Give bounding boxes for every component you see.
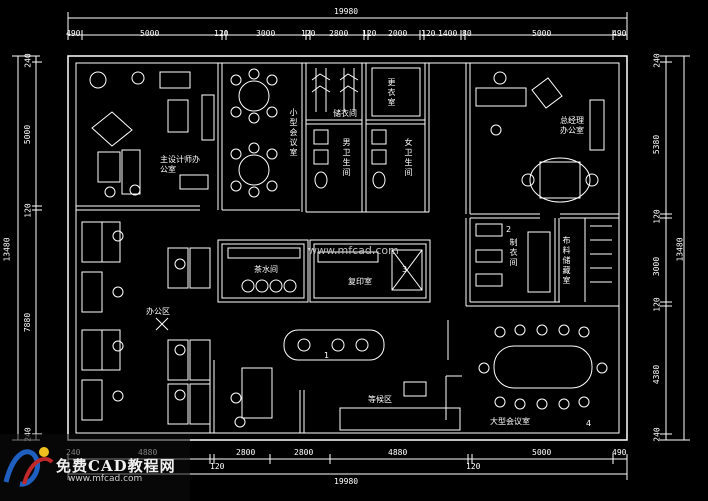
logo-red-swoosh [22, 456, 54, 485]
left-dim-3: 120 [23, 203, 33, 218]
marker-4: 4 [586, 419, 592, 428]
room-label-small-meeting: 小型会议室 [289, 108, 298, 157]
left-dim-4: 7880 [23, 312, 33, 333]
top-ticks [67, 12, 628, 40]
logo-yellow-dot [39, 447, 49, 457]
bottom-dim-3: 120 [210, 462, 225, 471]
top-dim-10: 1400 [438, 29, 458, 38]
room-label-copy-room: 复印室 [348, 277, 372, 286]
center-watermark-url: www.mfcad.com [308, 244, 399, 257]
top-dim-13: 490 [612, 29, 627, 38]
small-meeting-furniture [230, 68, 278, 198]
watermark-title: 免费CAD教程网 [56, 457, 176, 475]
room-label-female-wc: 女卫生间 [404, 138, 413, 177]
top-dim-8: 2000 [388, 29, 408, 38]
top-dim-12: 5000 [532, 29, 552, 38]
room-label-office-area: 办公区 [146, 307, 170, 316]
left-dim-2: 5000 [23, 124, 33, 145]
bottom-total-dimension: 19980 [334, 477, 359, 486]
bottom-dim-4: 2800 [236, 448, 256, 457]
top-dim-1: 490 [66, 29, 81, 38]
room-label-fabric-storage: 布料储藏室 [562, 236, 571, 285]
right-dim-1: 240 [652, 53, 662, 68]
top-dim-4: 3000 [256, 29, 276, 38]
top-dim-5: 120 [301, 29, 316, 38]
office-workstations [81, 221, 211, 425]
exterior-wall-inner [75, 62, 620, 434]
reception-furniture [230, 329, 462, 431]
room-label-male-wc: 男卫生间 [342, 138, 351, 177]
left-dim-1: 240 [23, 53, 33, 68]
room-label-changing: 更衣室 [387, 78, 396, 107]
top-dim-11: 80 [462, 29, 472, 38]
left-total-dimension: 13480 [2, 237, 12, 262]
top-dim-3: 120 [214, 29, 229, 38]
chief-designer-furniture [89, 71, 215, 198]
room-label-general-manager: 总经理办公室 [560, 116, 584, 135]
toilet-fixtures [313, 129, 387, 189]
storage-racks [311, 67, 421, 117]
room-label-large-meeting: 大型会议室 [490, 417, 530, 426]
tailoring-furniture [475, 223, 612, 293]
top-dim-6: 2800 [329, 29, 349, 38]
large-meeting-furniture [478, 324, 608, 410]
exterior-wall-outer [67, 55, 628, 441]
copy-room-furniture [317, 249, 423, 291]
room-label-tea-room: 茶水间 [254, 265, 278, 274]
interior-walls [76, 63, 619, 433]
bottom-dim-9: 490 [612, 448, 627, 457]
bottom-ticks [67, 454, 628, 480]
top-total-dimension: 19980 [334, 7, 359, 16]
right-dim-4: 3000 [652, 256, 662, 277]
bottom-dim-6: 4880 [388, 448, 408, 457]
right-total-dimension: 13480 [675, 237, 685, 262]
right-dim-3: 120 [652, 209, 662, 224]
watermark-url: www.mfcad.com [68, 474, 143, 484]
room-label-tailoring: 制衣间 [509, 238, 518, 267]
top-dim-2: 5000 [140, 29, 160, 38]
room-label-chief-designer: 主设计师办公室 [160, 155, 200, 174]
top-dim-7: 120 [362, 29, 377, 38]
right-dim-7: 240 [652, 427, 662, 442]
marker-1: 1 [324, 351, 330, 360]
watermark-logo [0, 434, 190, 501]
bottom-dim-5: 2800 [294, 448, 314, 457]
top-dim-9: 120 [421, 29, 436, 38]
bottom-dim-8: 5000 [532, 448, 552, 457]
right-dim-2: 5380 [652, 134, 662, 155]
marker-2: 2 [506, 225, 512, 234]
right-ticks [660, 55, 690, 441]
tea-room-furniture [227, 247, 301, 293]
bottom-dim-7: 120 [466, 462, 481, 471]
right-dim-5: 120 [652, 297, 662, 312]
room-label-waiting: 等候区 [368, 395, 392, 404]
general-manager-furniture [475, 71, 605, 203]
marker-3: 3 [402, 265, 408, 274]
right-dim-6: 4380 [652, 364, 662, 385]
logo-blue-swoosh [3, 449, 40, 487]
room-label-storage: 储衣间 [333, 109, 357, 118]
